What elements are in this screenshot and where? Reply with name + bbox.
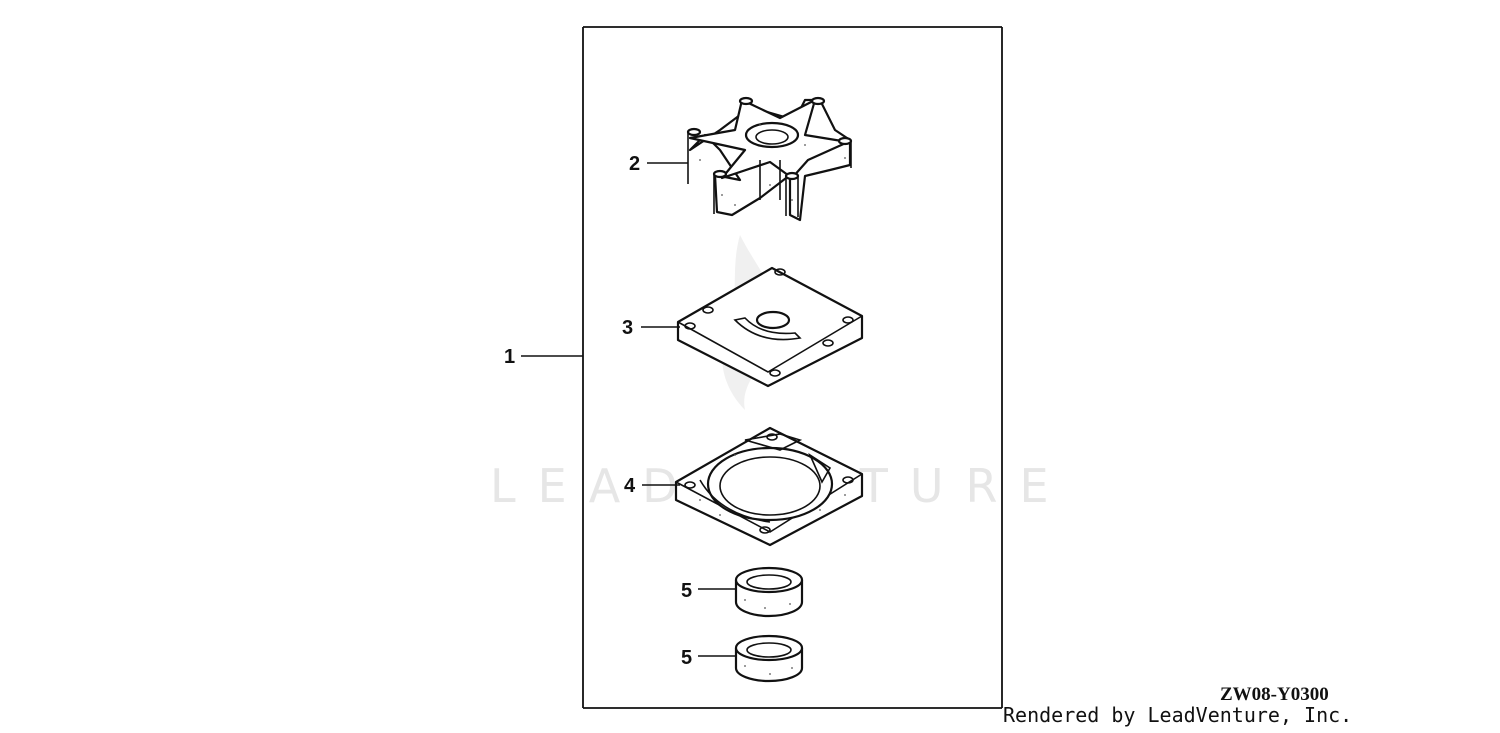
render-credit: Rendered by LeadVenture, Inc. (1003, 703, 1352, 727)
seal-upper (734, 566, 804, 618)
callout-4[interactable]: 4 (624, 475, 680, 497)
impeller (686, 96, 853, 222)
pump-plate (676, 266, 864, 388)
callout-label-gasket: 4 (624, 475, 636, 497)
callout-label-seal-lower: 5 (681, 647, 692, 669)
callout-label-kit: 1 (504, 346, 515, 368)
callout-label-seal-upper: 5 (681, 580, 692, 602)
callout-5-lower[interactable]: 5 (681, 647, 737, 669)
callout-label-plate: 3 (622, 317, 633, 339)
callout-3[interactable]: 3 (622, 317, 680, 339)
callout-2[interactable]: 2 (629, 153, 688, 175)
gasket (674, 426, 864, 547)
callout-5-upper[interactable]: 5 (681, 580, 737, 602)
callout-1[interactable]: 1 (504, 346, 583, 368)
kit-frame (582, 26, 1003, 709)
drawing-code: ZW08-Y0300 (1220, 684, 1329, 705)
callout-label-impeller: 2 (629, 153, 640, 175)
seal-lower (734, 634, 804, 683)
